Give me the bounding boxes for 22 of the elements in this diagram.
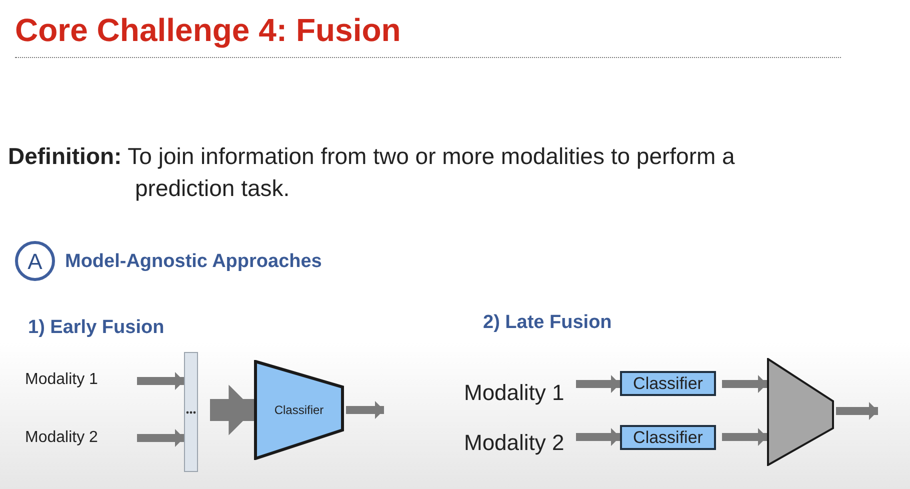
arrow (722, 374, 767, 394)
modality-label: Modality 2 (25, 426, 135, 450)
classifier-box: Classifier (620, 371, 716, 396)
feature-vector-bar (184, 352, 198, 472)
subsection-heading: 1) Early Fusion (28, 316, 164, 340)
definition-text: Definition: To join information from two or more modalities to perform a prediction task. (8, 142, 736, 203)
section-heading: Model-Agnostic Approaches (65, 250, 322, 274)
slide-title: Core Challenge 4: Fusion (15, 11, 401, 50)
arrow (722, 428, 767, 446)
modality-label: Modality 1 (464, 378, 576, 408)
arrow (576, 428, 620, 446)
arrow (137, 372, 184, 390)
arrow (836, 402, 878, 420)
arrow (576, 374, 620, 394)
subsection-heading: 2) Late Fusion (483, 311, 612, 335)
arrow (346, 400, 384, 420)
step-badge: A (15, 241, 55, 281)
modality-label: Modality 1 (25, 368, 135, 392)
modality-label: Modality 2 (464, 428, 576, 458)
arrow (137, 428, 184, 448)
classifier-box: Classifier (620, 425, 716, 450)
classifier-label: Classifier (274, 402, 324, 419)
